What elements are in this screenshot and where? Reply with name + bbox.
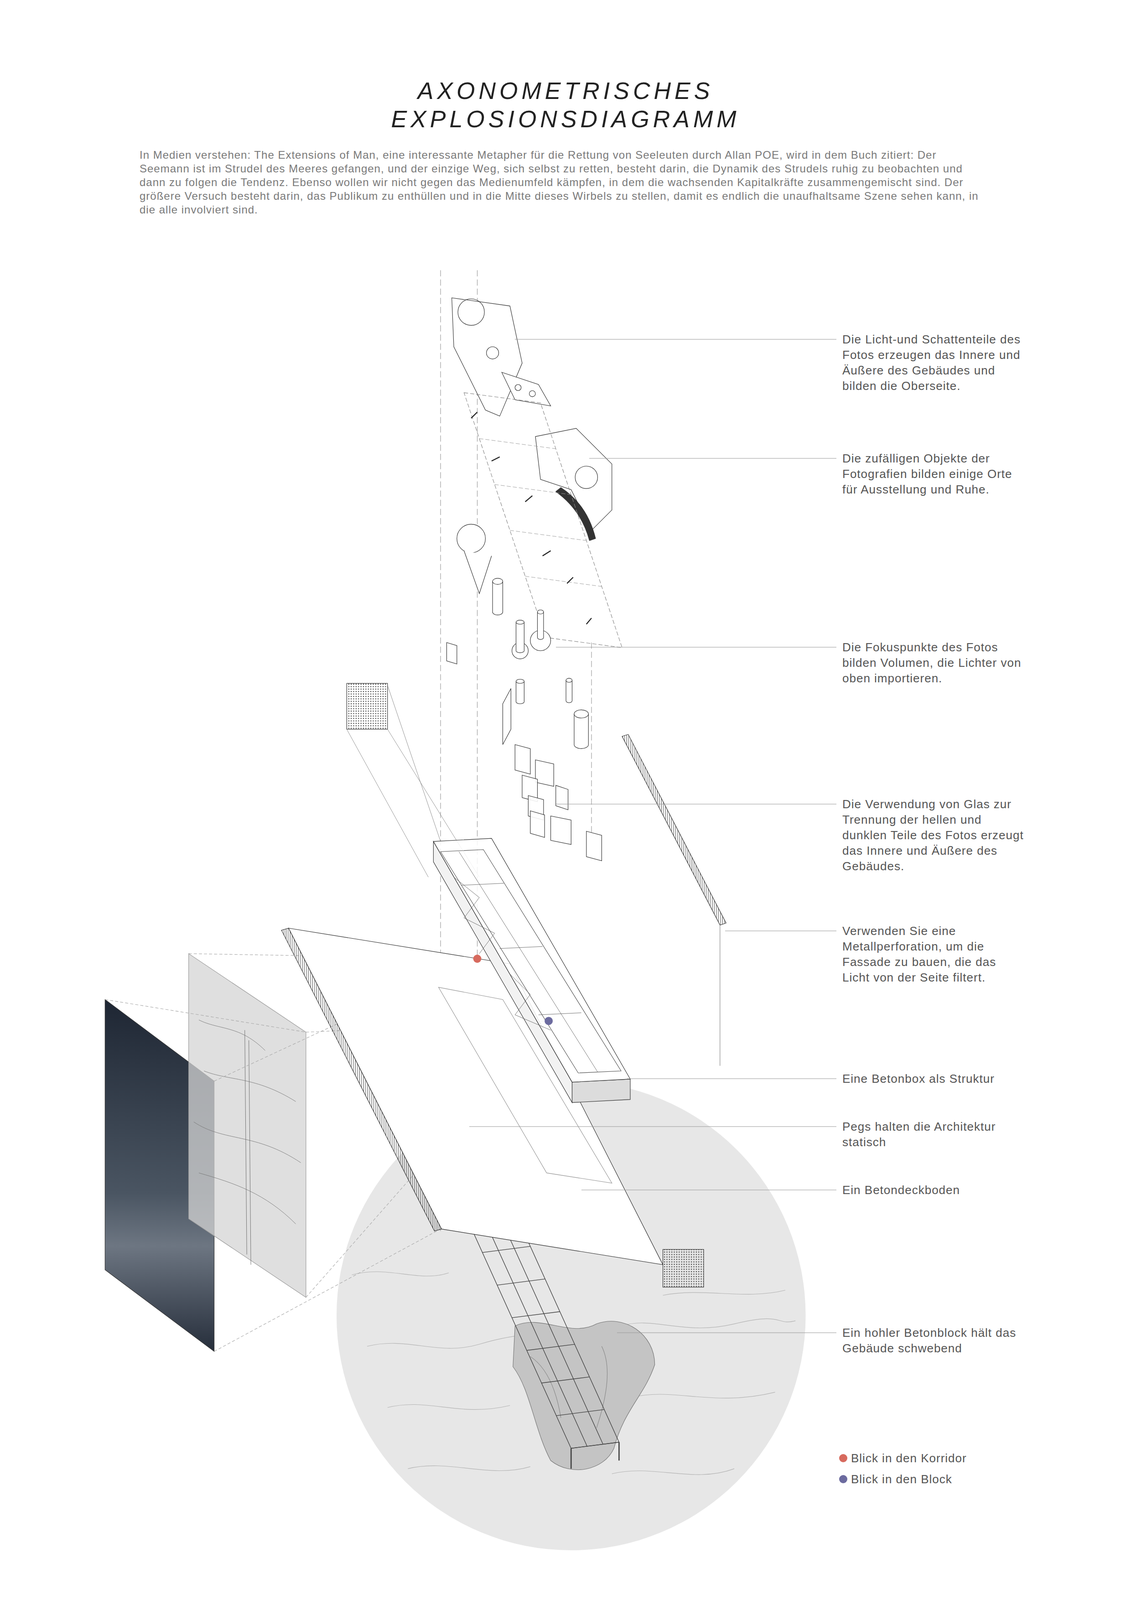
concrete-box: [433, 838, 631, 1082]
plate-opening: [486, 346, 499, 359]
leader-line: [617, 1332, 837, 1333]
callout-text: Die Verwendung von Glas zur Trennung der…: [842, 796, 1025, 874]
perforated-facade: [622, 734, 727, 925]
callout-text: Ein Betondeckboden: [842, 1182, 1025, 1198]
legend-swatch: [839, 1474, 848, 1484]
legend-swatch: [839, 1453, 848, 1463]
leader-line: [627, 1078, 837, 1079]
plate-opening: [457, 298, 485, 326]
callout-text: Die Licht-und Schattenteile des Fotos er…: [842, 331, 1025, 394]
callout-text: Verwenden Sie eine Metallperforation, um…: [842, 923, 1025, 986]
callout-text: Pegs halten die Architektur statisch: [842, 1118, 1025, 1150]
box-end: [572, 1079, 631, 1103]
leader-line: [555, 803, 837, 805]
plate-arc: [555, 487, 596, 541]
viewpoint-block: [544, 1016, 553, 1025]
leader-line: [725, 930, 837, 931]
plate-opening: [575, 466, 598, 489]
glass-panes: [446, 642, 602, 862]
leader-line: [589, 457, 837, 459]
legend-text: Blick in den Korridor: [850, 1450, 967, 1466]
light-shadow-plate: [451, 297, 523, 416]
legend-text: Blick in den Block: [850, 1471, 953, 1487]
callout-text: Eine Betonbox als Struktur: [842, 1070, 1025, 1087]
diagram-title: AXONOMETRISCHES EXPLOSIONSDIAGRAMM: [360, 76, 771, 134]
photo-plane: [188, 953, 307, 1298]
callout-text: Die zufälligen Objekte der Fotografien b…: [842, 450, 1025, 498]
object-plates: [463, 392, 623, 648]
intro-text: In Medien verstehen: The Extensions of M…: [139, 148, 981, 217]
plate-opening: [514, 384, 521, 391]
rock-detail: [530, 1346, 608, 1428]
photo-texture: [193, 1019, 301, 1265]
box-partitions: [453, 851, 598, 1072]
leader-line: [514, 338, 837, 340]
rock: [513, 1321, 655, 1470]
callout-text: Ein hohler Betonblock hält das Gebäude s…: [842, 1324, 1025, 1356]
light-shadow-plate: [535, 428, 613, 531]
viewpoint-corridor: [473, 954, 482, 963]
volumes: [456, 523, 589, 749]
legend-item: Blick in den Korridor: [839, 1450, 967, 1466]
plate-dividers: [479, 438, 602, 587]
box-inner: [440, 849, 622, 1074]
leader-line: [581, 1189, 837, 1190]
facade-line: [719, 924, 721, 1066]
leader-line: [555, 646, 837, 648]
water-lines: [351, 1271, 796, 1475]
plate-opening: [529, 390, 536, 397]
legend-item: Blick in den Block: [839, 1471, 953, 1487]
perforated-panel: [346, 683, 388, 730]
random-objects: [471, 411, 592, 624]
perforated-panel: [663, 1249, 704, 1287]
callout-text: Die Fokuspunkte des Fotos bilden Volumen…: [842, 639, 1025, 686]
leader-line: [469, 1125, 837, 1127]
concrete-deck: [288, 928, 664, 1265]
